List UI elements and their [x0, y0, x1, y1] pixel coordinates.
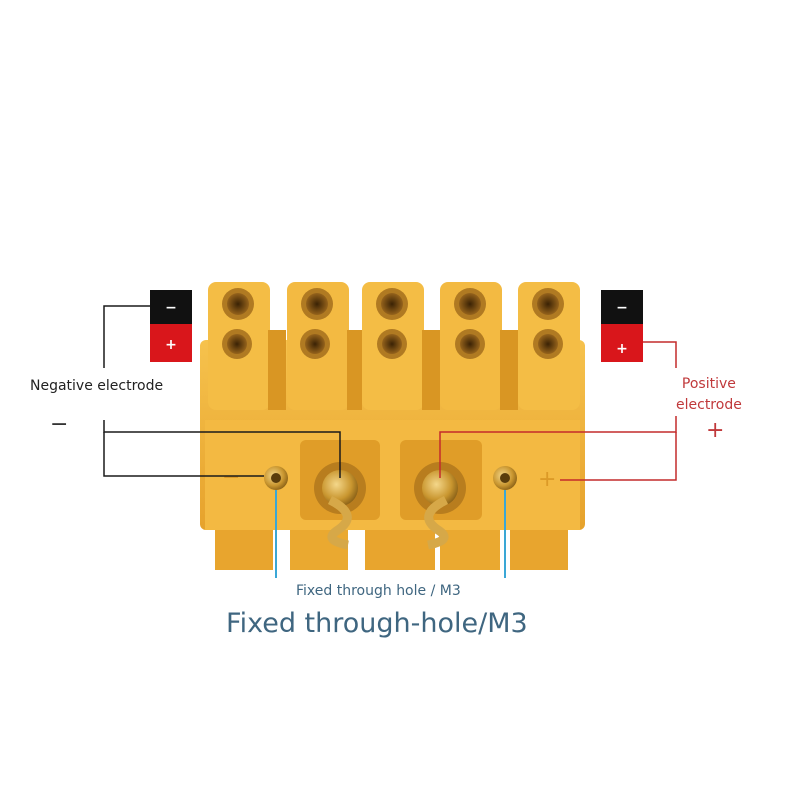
fixed-hole-caption-large: Fixed through-hole/M3	[226, 608, 528, 639]
negative-sign: −	[50, 412, 69, 437]
battery-icon-right: − +	[601, 290, 643, 362]
negative-wire-lower	[103, 420, 341, 478]
svg-text:+: +	[616, 341, 628, 357]
positive-wire-return	[560, 432, 677, 481]
svg-text:+: +	[538, 467, 556, 492]
threaded-insert-left	[264, 466, 288, 490]
svg-text:−: −	[616, 300, 628, 316]
battery-icon-left: − +	[150, 290, 192, 362]
positive-electrode-line1: Positive	[681, 376, 736, 392]
connector-body: − +	[200, 282, 585, 570]
negative-wire-return	[103, 432, 264, 477]
fixed-hole-caption-small: Fixed through hole / M3	[296, 583, 461, 599]
main-contact-positive	[414, 462, 466, 550]
positive-wire	[643, 341, 677, 368]
svg-text:−: −	[222, 465, 240, 490]
main-contact-negative	[314, 462, 366, 550]
wire-holes	[222, 288, 564, 359]
negative-wire	[103, 305, 150, 368]
positive-electrode-label: Positive electrode	[676, 374, 742, 416]
svg-text:−: −	[165, 300, 177, 316]
positive-electrode-line2: electrode	[676, 397, 742, 413]
svg-text:+: +	[165, 337, 177, 353]
threaded-insert-right	[493, 466, 517, 490]
positive-wire-lower	[439, 416, 677, 478]
positive-sign: +	[706, 418, 725, 443]
negative-electrode-label: Negative electrode	[30, 378, 164, 394]
